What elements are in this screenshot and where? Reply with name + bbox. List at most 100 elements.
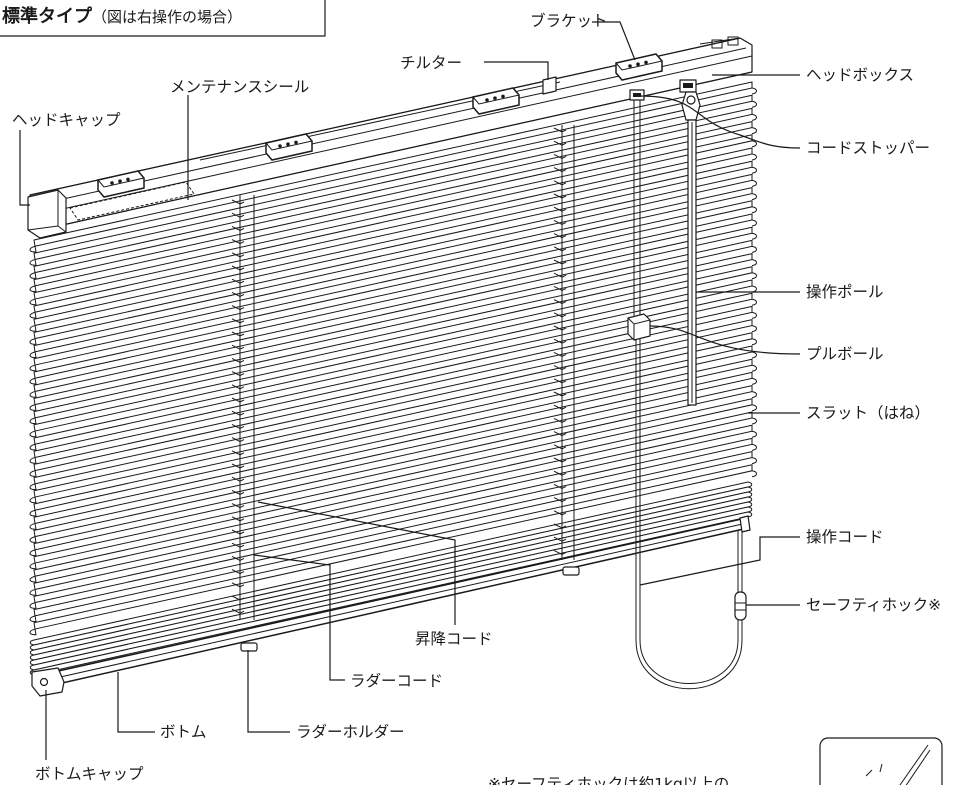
bracket [472,87,520,115]
ladder-rung [231,357,245,363]
safety-hook [734,591,747,621]
ladder-rung [553,404,567,410]
ladder-rung [231,608,245,614]
slat-edge [751,285,757,293]
label-bottom: ボトム [160,723,207,741]
bracket-hole [628,64,632,68]
slat-edge [751,338,757,346]
slat-edge [751,140,757,148]
slat [29,424,753,596]
bracket [97,170,145,198]
ladder-holders [240,566,580,652]
ladder-rung [231,476,245,482]
maintenance-seal [69,181,195,221]
bracket-hole [636,62,640,66]
svg-text:標準タイプ（図は右操作の場合）: 標準タイプ（図は右操作の場合） [2,5,242,27]
title-sub: （図は右操作の場合） [92,8,242,26]
ladder-rung [553,259,567,265]
slat [29,107,753,279]
ladder-rung [553,167,567,173]
slat-edge [751,430,757,438]
slat-edge [751,87,757,95]
slat-edge [751,127,757,135]
slat [29,358,753,530]
ladder-rung [231,278,245,284]
ladder-rung [553,285,567,291]
ladder-rung [553,206,567,212]
ladder-rung [231,344,245,350]
label-tilter: チルター [400,54,462,72]
ladder-rung [231,397,245,403]
slat-edge [751,113,757,121]
ladder-rung [553,180,567,186]
slat-edge [751,298,757,306]
ladder-rung [231,305,245,311]
slat-edge [751,417,757,425]
slat-edge [751,206,757,214]
slat [29,279,753,451]
slat-edge [751,179,757,187]
label-maintenance-seal: メンテナンスシール [170,78,309,96]
ladder-rung [231,384,245,390]
bracket-hole [644,60,648,65]
leader-lines [19,21,801,760]
label-operation-pole: 操作ポール [806,283,884,301]
label-slat: スラット（はね） [806,404,930,422]
ladder-rung [231,516,245,522]
bottom-cap [31,667,65,697]
ladder-rung [553,444,567,450]
ladder-rung [553,549,567,555]
ladder-rung [553,365,567,371]
ladder-rung [553,233,567,239]
slat-edge [751,325,757,333]
bracket-body [615,53,663,81]
bracket-body [472,87,520,115]
slat-edge [751,404,757,412]
brackets [97,53,663,198]
operation-cord [633,100,743,690]
ladder-rung [553,127,567,133]
tilter [542,76,557,95]
bracket-hole [110,181,114,185]
slat-edge [751,259,757,267]
slat [29,464,753,636]
label-ladder-cord: ラダーコード [350,672,443,690]
ladder-rung [231,291,245,297]
bracket-edge [97,177,145,188]
label-lift-cord: 昇降コード [415,630,493,648]
slat [29,437,753,609]
slat-edge [751,391,757,399]
ladder-rung [231,239,245,245]
slat [29,292,753,464]
slat [29,252,753,425]
bracket-edge [615,60,663,71]
label-cord-stopper: コードストッパー [806,139,930,157]
ladder-rung [553,312,567,318]
ladder-rung [231,529,245,535]
ladder-rung [553,523,567,529]
ladder-rung [231,318,245,324]
ladder-rung [553,351,567,357]
ladder-rung [231,569,245,575]
ladder-rung [553,140,567,146]
slat-edge [751,443,757,451]
label-bottom-cap: ボトムキャップ [35,765,144,783]
ladder-rungs [231,127,567,614]
slat [29,120,753,293]
ladder-rung [231,265,245,271]
slat [29,200,753,372]
slat [29,147,753,319]
slat-edge [751,272,757,280]
pull-ball [627,313,651,341]
ladder-rung [231,437,245,443]
ladder-rung [553,457,567,463]
ladder-rung [553,497,567,503]
bracket-hole [118,179,122,183]
note-text: ※セーフティホックは約1kg以上の [488,775,729,785]
slat [29,266,753,438]
ladder-rung [231,212,245,218]
ladder-rung [553,470,567,476]
slat [29,318,753,491]
ladder-rung [553,246,567,252]
slat-edge [751,193,757,201]
